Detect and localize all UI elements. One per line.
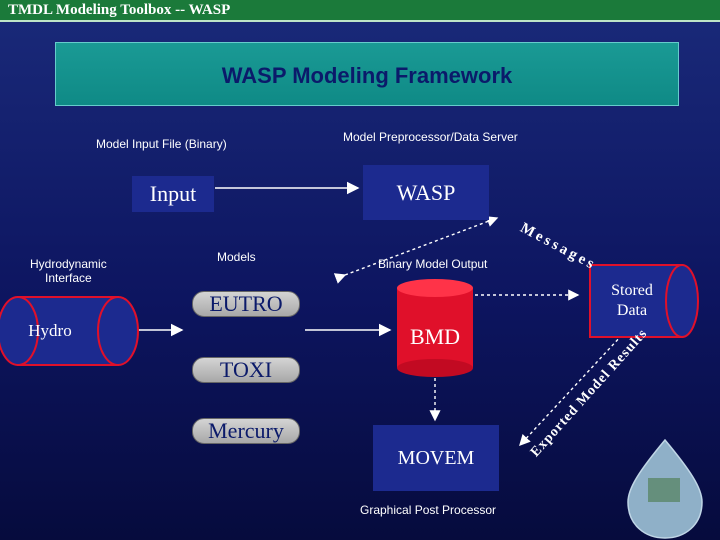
hydrodynamic-interface-label: Hydrodynamic Interface <box>30 257 107 285</box>
hydro-cylinder <box>0 296 139 366</box>
eutro-model: EUTRO <box>192 291 300 317</box>
mercury-label: Mercury <box>208 418 284 443</box>
model-input-file-label: Model Input File (Binary) <box>96 137 227 151</box>
stored-data-node: Stored Data <box>590 276 674 326</box>
banner-title: WASP Modeling Framework <box>221 63 513 88</box>
framework-banner: WASP Modeling Framework <box>55 42 679 106</box>
input-label: Input <box>149 181 197 206</box>
wasp-label: WASP <box>396 179 456 205</box>
toxi-label: TOXI <box>219 357 273 382</box>
arrow-exported-results <box>519 334 623 447</box>
binary-model-output-label: Binary Model Output <box>378 257 488 271</box>
toxi-model: TOXI <box>192 357 300 383</box>
preprocessor-label: Model Preprocessor/Data Server <box>343 130 518 144</box>
stored-data-cylinder <box>589 264 699 338</box>
input-box: Input <box>132 176 214 212</box>
eutro-label: EUTRO <box>209 291 283 316</box>
hydro-label: Hydro <box>28 321 72 340</box>
wasp-drop-logo <box>627 438 703 539</box>
hydro-node: Hydro <box>10 317 90 345</box>
mercury-model: Mercury <box>192 418 300 444</box>
models-label: Models <box>217 250 256 264</box>
bmd-node: BMD <box>397 322 473 352</box>
window-title: TMDL Modeling Toolbox -- WASP <box>8 2 231 18</box>
graphical-post-processor-label: Graphical Post Processor <box>360 503 497 517</box>
window-title-bar: TMDL Modeling Toolbox -- WASP <box>0 0 720 22</box>
movem-label: MOVEM <box>397 446 475 469</box>
wasp-box: WASP <box>363 165 489 220</box>
stored-data-label: Stored Data <box>611 282 653 319</box>
movem-box: MOVEM <box>373 425 499 491</box>
bmd-label: BMD <box>409 324 461 349</box>
bmd-cylinder <box>397 279 473 377</box>
